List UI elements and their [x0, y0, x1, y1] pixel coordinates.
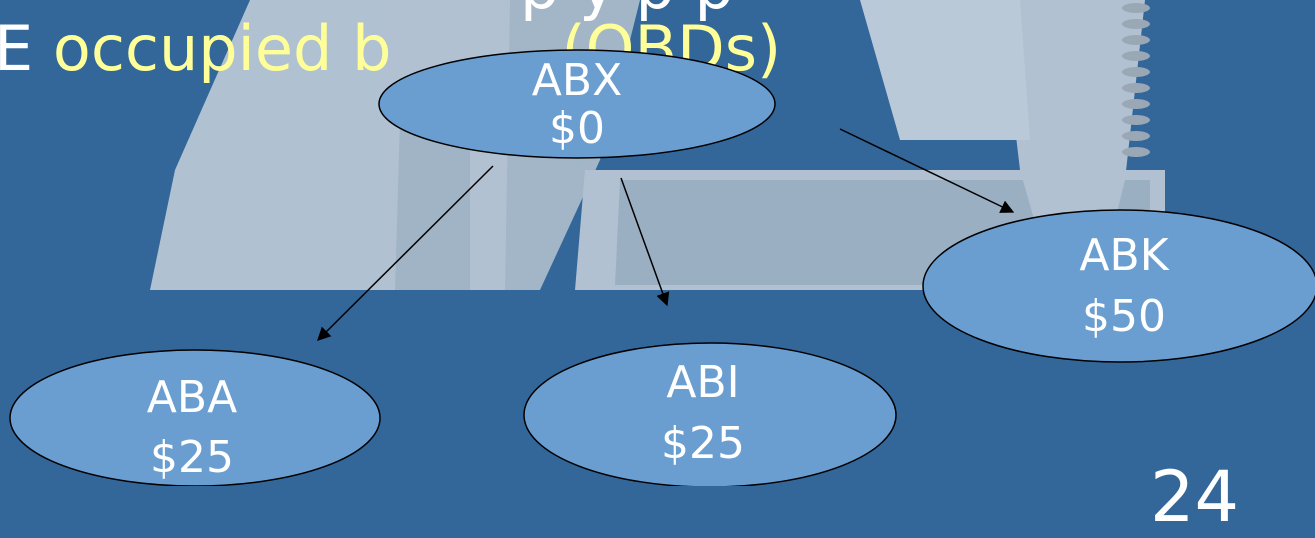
node-abk: ABK $50 [922, 209, 1315, 363]
slide-number: 24 [1150, 456, 1240, 538]
title-line-2-highlight: occupied b [52, 12, 392, 85]
node-aba: ABA $25 [9, 349, 381, 486]
node-abx-value: $0 [549, 103, 605, 154]
title-line-1: p y p p [520, 0, 734, 18]
node-abk-value: $50 [1082, 291, 1166, 342]
edge-abx-aba [317, 165, 494, 341]
node-abx: ABX $0 [378, 49, 776, 159]
title-line-2-prefix: E [0, 12, 34, 85]
cost-tree-diagram: ABX $0 ABA $25 ABI $25 ABK $50 [9, 49, 1315, 486]
node-abi-name: ABI [666, 357, 739, 408]
edge-abx-abk [839, 128, 1015, 213]
node-abi-value: $25 [661, 418, 745, 469]
node-aba-value: $25 [150, 432, 234, 483]
node-abk-name: ABK [1079, 230, 1169, 281]
node-aba-name: ABA [147, 372, 237, 423]
edge-abx-abi [620, 177, 670, 307]
node-abi: ABI $25 [523, 342, 897, 486]
node-abx-name: ABX [532, 55, 622, 106]
